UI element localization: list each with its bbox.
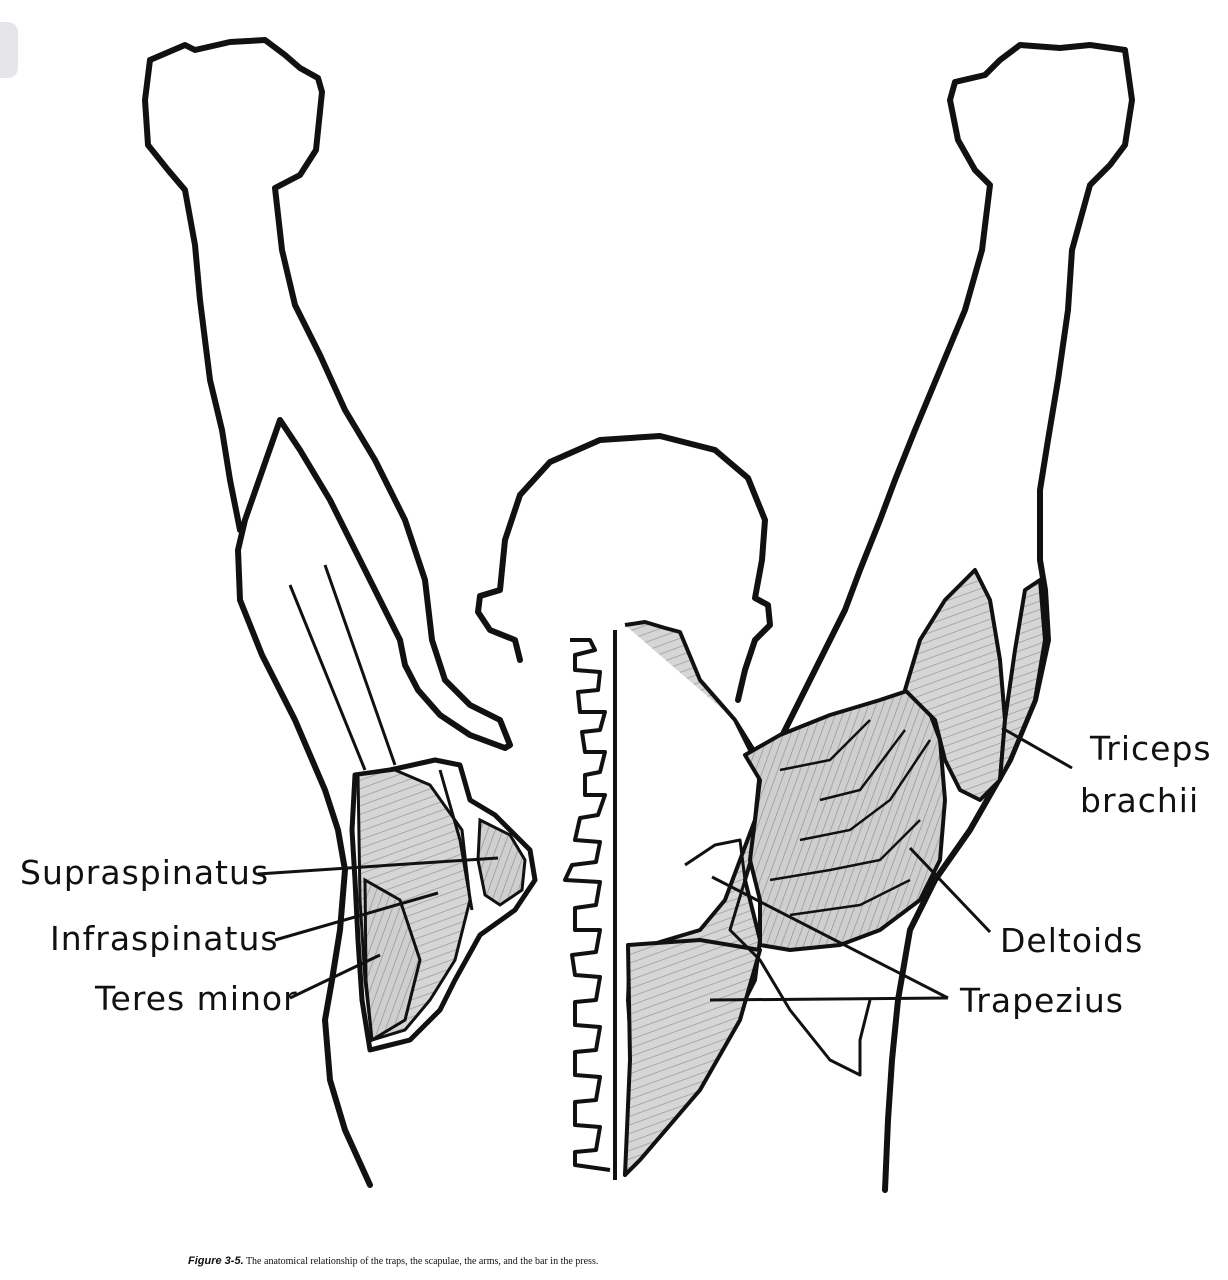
humerus-lines: [288, 564, 397, 771]
figure-caption: Figure 3-5. The anatomical relationship …: [188, 1255, 598, 1267]
corner-tab: [0, 22, 18, 78]
scapula-spine: [438, 769, 474, 911]
head-outline: [475, 433, 773, 703]
spine: [563, 638, 611, 1172]
label-trapezius: Trapezius: [959, 981, 1124, 1020]
right-forearm-outline: [882, 47, 1135, 1193]
triceps-lateral: [998, 578, 1047, 782]
supraspinatus-muscle: [476, 817, 527, 907]
trapezius-lower: [623, 938, 762, 1177]
label-teres-minor: Teres minor: [94, 979, 298, 1018]
left-forearm-outline: [142, 57, 243, 533]
label-supraspinatus: Supraspinatus: [20, 853, 269, 892]
caption-text: The anatomical relationship of the traps…: [245, 1256, 599, 1267]
label-infraspinatus: Infraspinatus: [50, 919, 279, 958]
label-triceps-line2: brachii: [1080, 781, 1199, 820]
left-arm-outline: [147, 37, 513, 1188]
teres-minor-muscle: [363, 877, 422, 1043]
deltoid-fiber-lines: [769, 719, 932, 917]
caption-figure-number: Figure 3-5.: [188, 1255, 244, 1267]
leader-lines: [257, 726, 1073, 1002]
label-triceps-line1: Triceps: [1089, 729, 1212, 768]
deltoid-muscle: [743, 688, 947, 952]
acromion-outline: [684, 838, 872, 1077]
label-deltoids: Deltoids: [1000, 921, 1143, 960]
right-arm-outline: [765, 42, 1128, 763]
